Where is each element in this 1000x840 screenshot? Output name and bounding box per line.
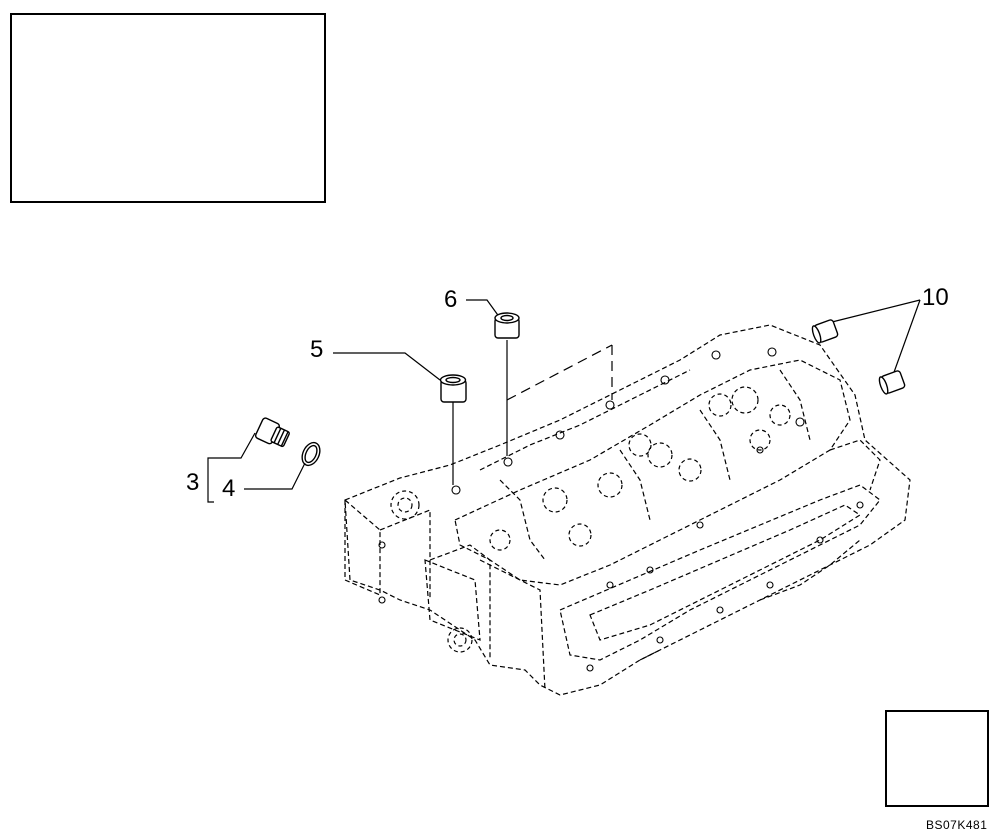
leader-lines xyxy=(207,299,921,503)
head-outline xyxy=(344,324,911,696)
leader-3 xyxy=(214,432,256,459)
part-6-sleeve xyxy=(494,312,520,339)
part-3-plug xyxy=(254,417,290,448)
engine-overview-frame xyxy=(10,13,326,203)
bracket-3 xyxy=(207,457,214,503)
plug-10-lower xyxy=(878,370,906,395)
part-5-sleeve xyxy=(439,374,467,403)
view-direction-frame xyxy=(885,710,989,807)
cylinder-head-phantom xyxy=(344,324,911,696)
callout-5: 5 xyxy=(310,336,324,363)
leader-10b xyxy=(892,299,921,376)
cylinder-head-bolt-holes xyxy=(378,347,864,672)
leader-6 xyxy=(466,299,501,319)
callout-10: 10 xyxy=(922,284,949,311)
leader-10a xyxy=(831,299,921,323)
callout-6: 6 xyxy=(444,286,458,313)
callout-3: 3 xyxy=(186,469,200,496)
part-4-seal-ring xyxy=(301,441,321,467)
leader-5 xyxy=(333,352,441,381)
leader-4 xyxy=(244,462,306,490)
plug-10-upper xyxy=(811,319,839,344)
callout-4: 4 xyxy=(222,475,236,502)
cylinder-head-bores xyxy=(390,386,791,653)
part-10-plugs xyxy=(811,319,906,395)
install-dash-top xyxy=(506,344,613,401)
drawing-code: BS07K481 xyxy=(926,818,988,832)
